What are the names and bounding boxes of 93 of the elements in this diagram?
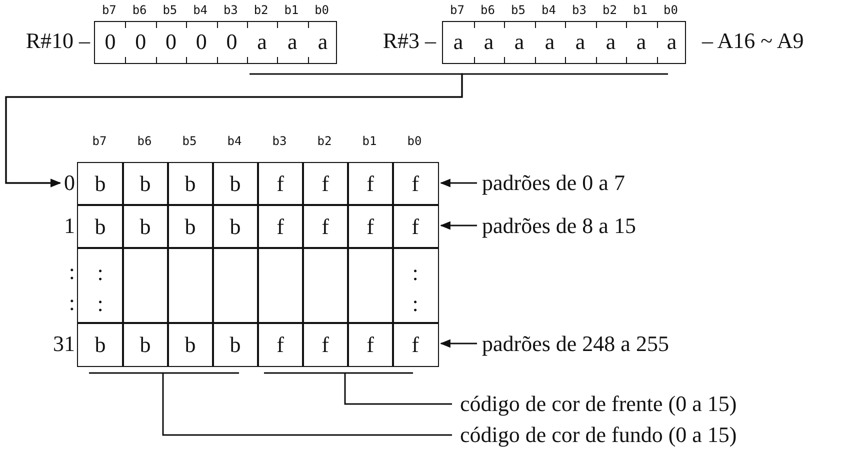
- bit-value: 0: [164, 28, 178, 56]
- register-box: [94, 21, 337, 64]
- annotation-text: código de cor de fundo (0 a 15): [460, 422, 737, 448]
- bit-label: b7: [449, 3, 466, 17]
- table-cell: b: [77, 322, 124, 366]
- register-box: [442, 21, 686, 64]
- ellipsis-mark: :: [96, 259, 104, 287]
- table-cell: f: [347, 322, 394, 366]
- table-cell: b: [212, 322, 258, 366]
- bit-value: 0: [104, 28, 117, 56]
- bit-label: b5: [510, 3, 526, 17]
- bit-value: a: [574, 28, 586, 56]
- table-cell: f: [392, 204, 438, 248]
- bit-label: b3: [222, 3, 239, 17]
- table-cell: f: [392, 322, 438, 366]
- table-cell: b: [167, 162, 214, 206]
- bracket-leader-line: [263, 372, 453, 405]
- column-header: b6: [136, 134, 153, 148]
- bit-value: 0: [194, 28, 208, 56]
- table-cell: f: [347, 204, 394, 248]
- bit-value: a: [604, 28, 617, 56]
- bit-label: b1: [632, 3, 648, 17]
- table-cell: b: [167, 204, 214, 248]
- table-cell: f: [257, 322, 304, 366]
- bit-label: b0: [314, 3, 330, 17]
- arrow: [440, 178, 477, 188]
- bit-value: 0: [134, 28, 148, 56]
- column-header: b2: [316, 134, 333, 148]
- ellipsis-mark: :: [96, 290, 104, 318]
- table-row: [77, 322, 437, 365]
- row-number: 0: [63, 169, 75, 197]
- bit-label: b5: [162, 3, 178, 17]
- bit-value: a: [256, 28, 268, 56]
- table-cell: f: [302, 162, 348, 206]
- table-row: [77, 247, 437, 322]
- bit-label: b4: [540, 3, 557, 17]
- ellipsis-mark: :: [411, 290, 420, 318]
- table-cell: f: [302, 204, 348, 248]
- bit-label: b6: [480, 3, 496, 17]
- bit-value: a: [635, 28, 648, 56]
- table-cell: f: [347, 162, 394, 206]
- ellipsis-mark: :: [68, 258, 75, 286]
- annotation-text: padrões de 8 a 15: [482, 213, 636, 239]
- bit-label: b7: [100, 3, 118, 17]
- column-header: b3: [271, 134, 288, 148]
- table-cell: f: [392, 162, 438, 206]
- annotation-text: padrões de 0 a 7: [482, 170, 625, 196]
- bit-label: b1: [283, 3, 300, 17]
- bit-value: a: [666, 28, 678, 56]
- table-cell: b: [212, 204, 258, 248]
- table-row: [77, 204, 437, 247]
- bit-label: b0: [662, 3, 679, 17]
- bit-value: a: [513, 28, 526, 56]
- table-cell: b: [212, 162, 258, 206]
- table-row: [77, 162, 437, 204]
- bit-value: a: [286, 28, 298, 56]
- table-cell: b: [77, 204, 124, 248]
- ellipsis-mark: :: [68, 289, 75, 317]
- arrow: [440, 221, 477, 230]
- table-cell: f: [302, 322, 348, 366]
- column-header: b0: [406, 134, 423, 148]
- bit-value: a: [452, 28, 464, 56]
- table-cell: b: [77, 162, 124, 206]
- table-cell: f: [257, 204, 304, 248]
- arrow: [5, 73, 668, 188]
- row-number: 31: [52, 330, 75, 358]
- bit-label: b2: [252, 3, 270, 17]
- table-cell: b: [122, 322, 168, 366]
- column-header: b1: [361, 134, 378, 148]
- bit-label: b2: [602, 3, 618, 17]
- register-label: R#10 –: [24, 28, 90, 54]
- bit-value: a: [482, 28, 495, 56]
- annotation-text: padrões de 248 a 255: [482, 331, 669, 357]
- column-header: b7: [91, 134, 108, 148]
- bit-label: b3: [571, 3, 588, 17]
- table-cell: f: [257, 162, 304, 206]
- row-number: 1: [63, 212, 75, 240]
- column-header: b5: [181, 134, 198, 148]
- table-cell: b: [167, 322, 214, 366]
- table-cell: b: [122, 162, 168, 206]
- register-label: R#3 –: [382, 28, 436, 54]
- ellipsis-mark: :: [411, 259, 420, 287]
- arrow: [440, 339, 477, 348]
- column-header: b4: [226, 134, 243, 148]
- annotation-text: código de cor de frente (0 a 15): [460, 391, 737, 417]
- bit-value: 0: [225, 28, 238, 56]
- table-cell: b: [122, 204, 168, 248]
- bit-value: a: [544, 28, 556, 56]
- bit-label: b6: [131, 3, 148, 17]
- bracket-leader-line: [88, 372, 453, 436]
- address-label: – A16 ~ A9: [702, 28, 804, 54]
- bit-value: a: [316, 28, 329, 56]
- bit-label: b4: [192, 3, 209, 17]
